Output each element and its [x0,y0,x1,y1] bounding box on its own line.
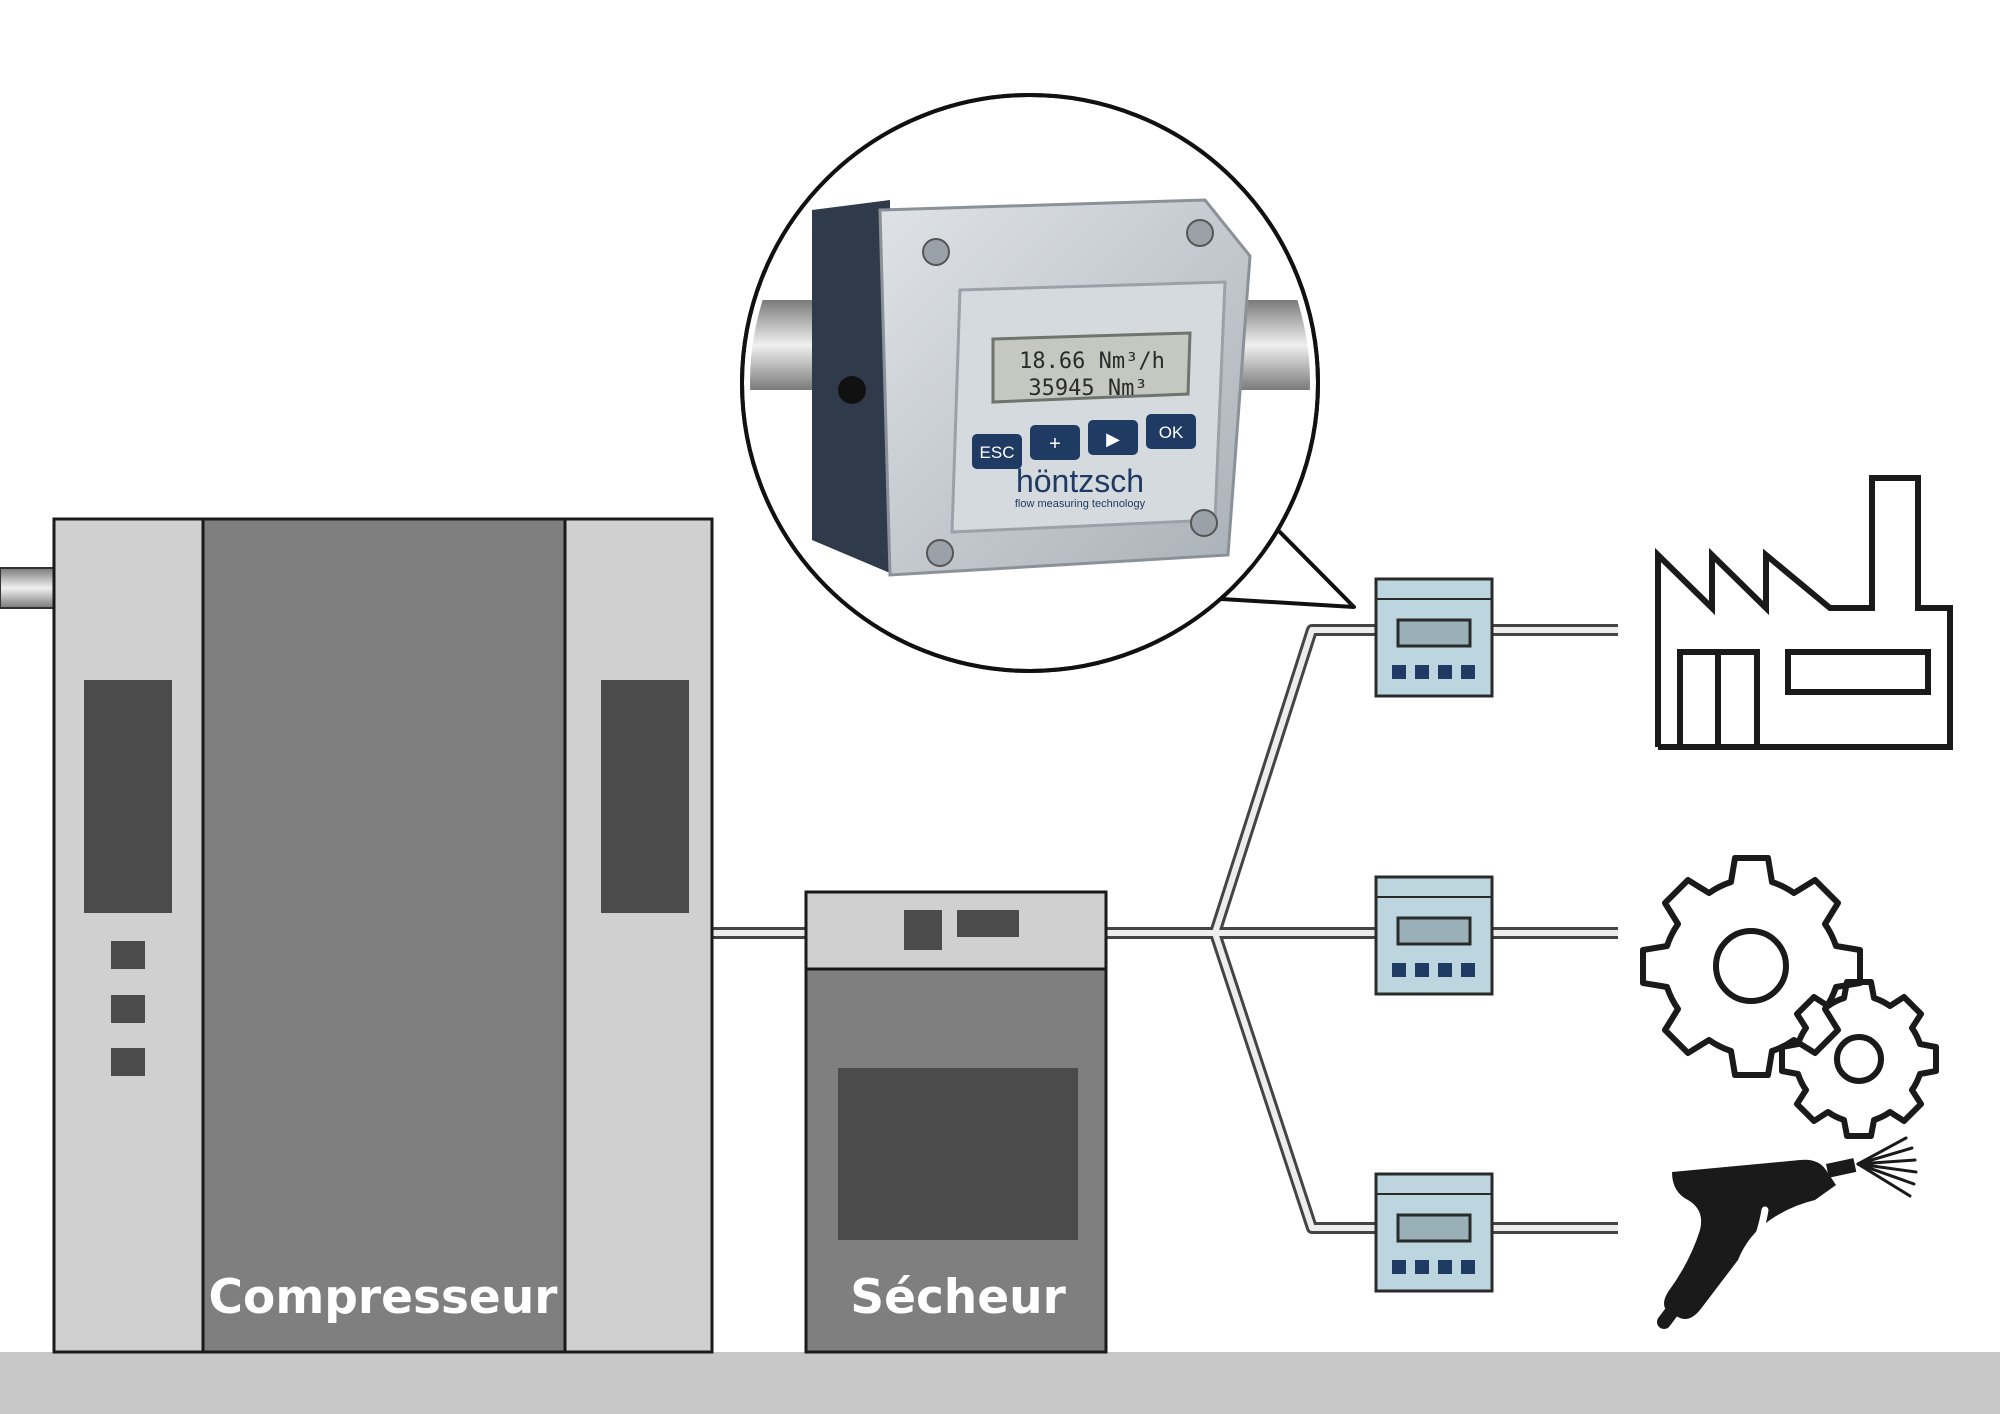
key-next-label: ▶ [1106,429,1120,449]
compressor-right-panel [563,517,714,1354]
dryer-control-display [957,910,1019,937]
flow-meter-middle [1374,875,1494,996]
compressor-indicator-2 [111,995,145,1023]
dryer-label: Sécheur [850,1270,1066,1325]
pipework-highlight [712,627,1618,1231]
compressor-right-window [601,680,689,913]
small-gear-icon [1779,979,1939,1139]
blow-gun-body [1664,1159,1836,1319]
compressor-label: Compresseur [209,1270,559,1325]
meter-brand-logo: höntzsch [1016,463,1144,499]
compressor-unit: Compresseur [52,517,714,1354]
key-esc [972,434,1022,469]
lcd-line-2: 35945 Nm³ [1028,376,1147,401]
large-gear-icon [1640,855,1863,1078]
dryer-unit: Sécheur [804,890,1108,1354]
compressor-left-panel [52,517,205,1354]
key-ok-label: OK [1159,423,1184,442]
dryer-top-panel [804,890,1108,971]
factory-icon [1655,475,1953,750]
key-next [1088,420,1138,455]
key-esc-label: ESC [980,443,1015,462]
meter-side-port [838,376,866,404]
screw-top-right [1186,219,1214,247]
screw-bottom-left [926,539,954,567]
blow-gun-nozzle [1826,1158,1857,1178]
gears-icon [1640,855,1939,1139]
air-blow-gun-icon [1657,1136,1918,1329]
key-plus [1030,425,1080,460]
flow-meter-top [1374,577,1494,698]
compressor-left-window [84,680,172,913]
flow-meter-bottom [1374,1172,1494,1293]
key-ok [1146,414,1196,449]
spray-lines [1856,1136,1918,1198]
screw-bottom-right [1190,509,1218,537]
floor [0,1352,2000,1414]
blow-gun-hose [1657,1299,1683,1329]
lcd-line-1: 18.66 Nm³/h [1019,349,1165,374]
meter-callout: 18.66 Nm³/h 35945 Nm³ ESC + ▶ OK höntzsc… [740,93,1356,673]
dryer-control-square [904,910,942,950]
meter-lcd [991,331,1192,404]
inlet-pipe [0,567,55,609]
branch-meters [1374,577,1494,1293]
dryer-window [838,1068,1078,1240]
screw-top-left [922,238,950,266]
meter-brand-tagline: flow measuring technology [1015,498,1146,510]
compressor-indicator-3 [111,1048,145,1076]
blow-gun-trigger [1742,1206,1769,1266]
key-plus-label: + [1049,433,1061,455]
compressor-indicator-1 [111,941,145,969]
compressor-center-panel [201,517,567,1354]
meter-photo: 18.66 Nm³/h 35945 Nm³ ESC + ▶ OK höntzsc… [750,198,1310,577]
